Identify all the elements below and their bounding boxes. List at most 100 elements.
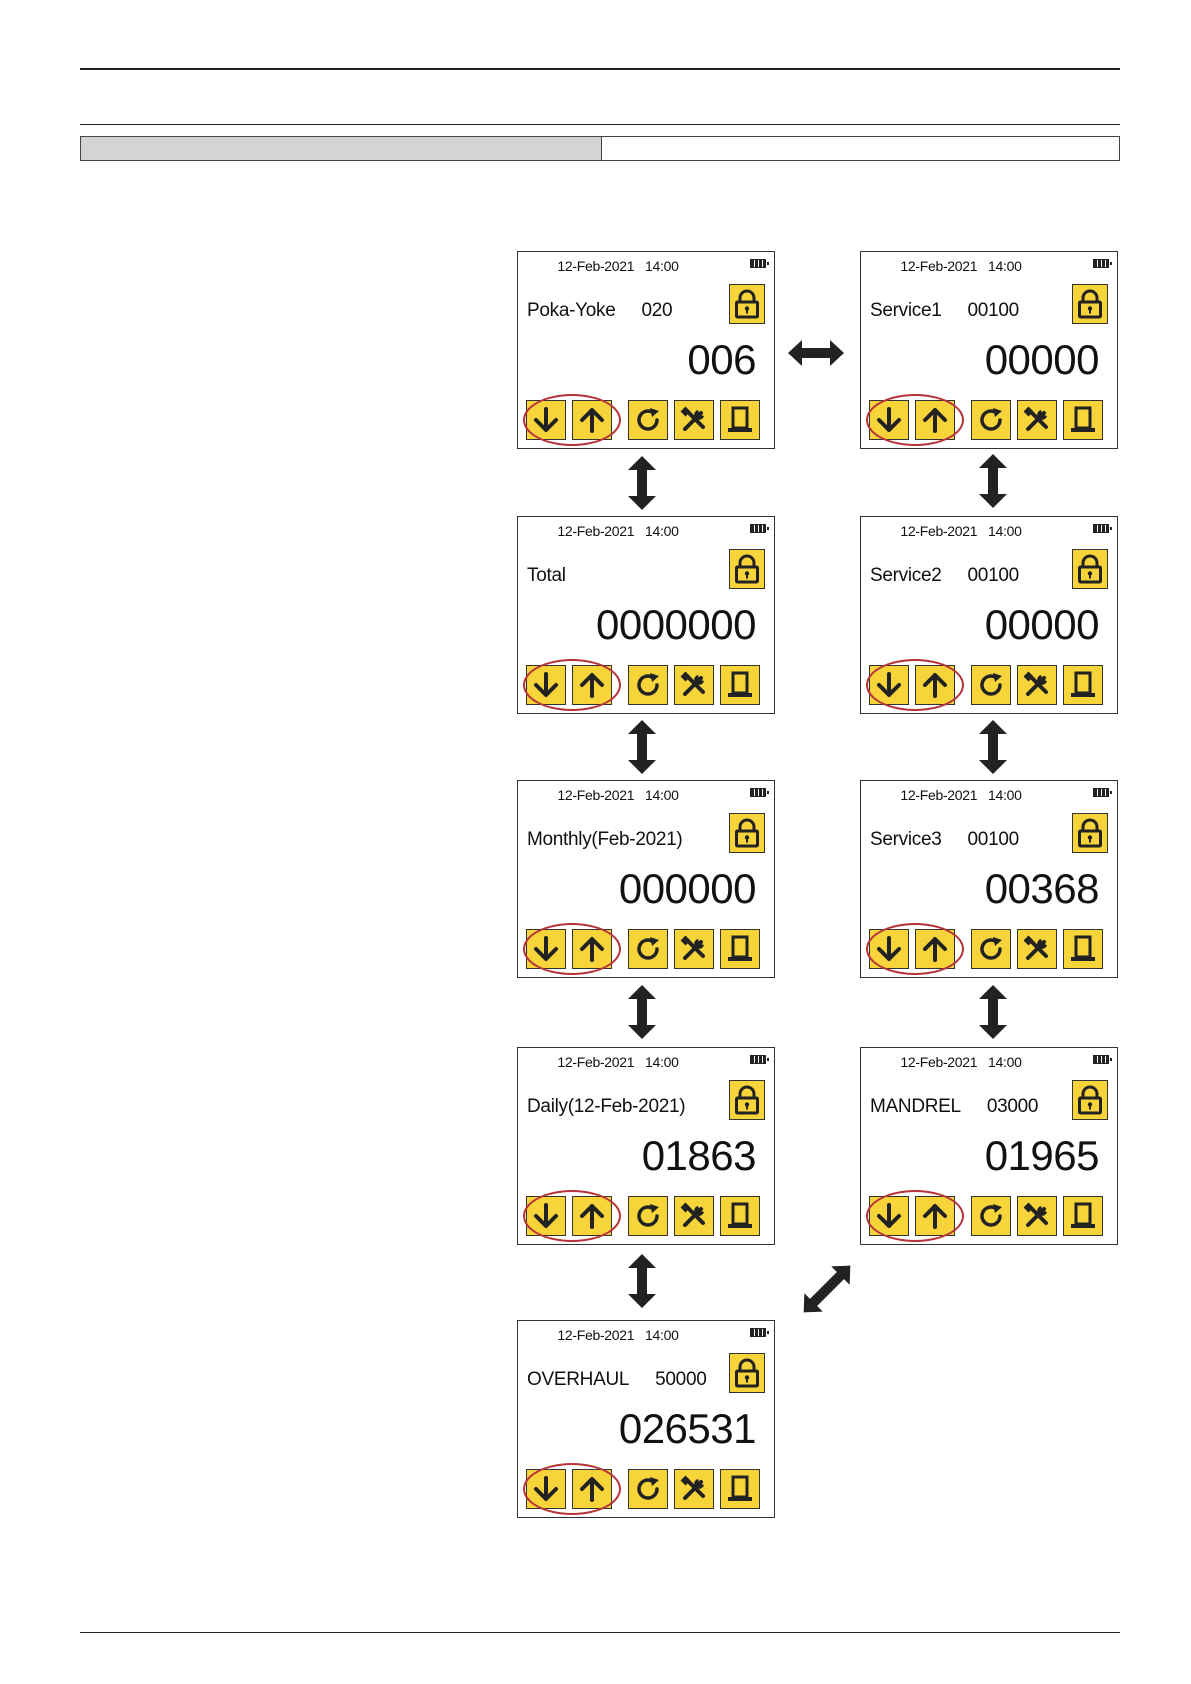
screen-datetime: 12-Feb-2021 14:00 — [861, 1054, 1061, 1070]
tools-icon[interactable] — [1017, 665, 1057, 705]
screen-date: 12-Feb-2021 — [557, 1054, 635, 1070]
tools-icon[interactable] — [674, 929, 714, 969]
screen-time: 14:00 — [645, 1054, 679, 1070]
tools-icon[interactable] — [674, 1469, 714, 1509]
arrow-up-icon[interactable] — [572, 1469, 612, 1509]
screen-datetime: 12-Feb-2021 14:00 — [861, 787, 1061, 803]
button-row — [869, 1196, 1103, 1236]
screen-date: 12-Feb-2021 — [557, 1327, 635, 1343]
counter-limit: 00100 — [967, 565, 1020, 586]
arrow-horizontal-icon — [788, 340, 844, 366]
lock-icon[interactable] — [729, 1353, 765, 1393]
lock-icon[interactable] — [729, 284, 765, 324]
printer-icon[interactable] — [720, 1196, 760, 1236]
arrow-down-icon[interactable] — [526, 665, 566, 705]
printer-icon[interactable] — [1063, 1196, 1103, 1236]
counter-limit: 03000 — [986, 1096, 1039, 1117]
top-rule — [80, 68, 1120, 70]
lock-icon[interactable] — [1072, 549, 1108, 589]
printer-icon[interactable] — [720, 665, 760, 705]
reset-icon[interactable] — [971, 665, 1011, 705]
arrow-up-icon[interactable] — [572, 929, 612, 969]
lock-icon[interactable] — [1072, 1080, 1108, 1120]
lock-icon[interactable] — [1072, 813, 1108, 853]
screen-datetime: 12-Feb-2021 14:00 — [518, 258, 718, 274]
counter-limit: 50000 — [655, 1369, 707, 1390]
counter-name: Poka-Yoke — [527, 300, 616, 321]
battery-icon — [1093, 1055, 1112, 1064]
reset-icon[interactable] — [628, 1469, 668, 1509]
screen-datetime: 12-Feb-2021 14:00 — [861, 258, 1061, 274]
tools-icon[interactable] — [1017, 929, 1057, 969]
arrow-up-icon[interactable] — [915, 400, 955, 440]
reset-icon[interactable] — [628, 400, 668, 440]
arrow-down-icon[interactable] — [869, 929, 909, 969]
counter-value: 00368 — [984, 865, 1100, 912]
counter-value: 01965 — [984, 1132, 1100, 1179]
section-header-left — [81, 137, 602, 160]
counter-value: 00000 — [984, 336, 1100, 383]
screen-time: 14:00 — [988, 258, 1022, 274]
counter-screen: 12-Feb-2021 14:00 Service3 00100 00368 — [860, 780, 1118, 978]
section-header-bar — [80, 136, 1120, 161]
arrow-vertical-icon — [979, 720, 1007, 774]
arrow-down-icon[interactable] — [869, 400, 909, 440]
arrow-up-icon[interactable] — [915, 1196, 955, 1236]
reset-icon[interactable] — [971, 400, 1011, 440]
counter-label: Monthly(Feb-2021) — [527, 829, 708, 851]
reset-icon[interactable] — [971, 929, 1011, 969]
arrow-vertical-icon — [628, 720, 656, 774]
arrow-up-icon[interactable] — [915, 665, 955, 705]
arrow-up-icon[interactable] — [572, 1196, 612, 1236]
button-row — [526, 929, 760, 969]
button-row — [526, 1469, 760, 1509]
arrow-down-icon[interactable] — [869, 665, 909, 705]
printer-icon[interactable] — [1063, 665, 1103, 705]
tools-icon[interactable] — [1017, 400, 1057, 440]
button-row — [869, 665, 1103, 705]
printer-icon[interactable] — [720, 929, 760, 969]
reset-icon[interactable] — [628, 1196, 668, 1236]
screen-date: 12-Feb-2021 — [557, 523, 635, 539]
counter-label: Daily(12-Feb-2021) — [527, 1096, 711, 1118]
screen-time: 14:00 — [645, 787, 679, 803]
printer-icon[interactable] — [720, 1469, 760, 1509]
tools-icon[interactable] — [674, 665, 714, 705]
lock-icon[interactable] — [729, 1080, 765, 1120]
counter-label: Service3 00100 — [870, 829, 1019, 851]
screen-time: 14:00 — [988, 1054, 1022, 1070]
tools-icon[interactable] — [674, 1196, 714, 1236]
arrow-vertical-icon — [979, 454, 1007, 508]
reset-icon[interactable] — [971, 1196, 1011, 1236]
reset-icon[interactable] — [628, 665, 668, 705]
battery-icon — [1093, 788, 1112, 797]
arrow-up-icon[interactable] — [572, 665, 612, 705]
arrow-down-icon[interactable] — [526, 400, 566, 440]
arrow-down-icon[interactable] — [869, 1196, 909, 1236]
arrow-down-icon[interactable] — [526, 1469, 566, 1509]
arrow-up-icon[interactable] — [572, 400, 612, 440]
lock-icon[interactable] — [729, 813, 765, 853]
printer-icon[interactable] — [1063, 400, 1103, 440]
screen-date: 12-Feb-2021 — [900, 258, 978, 274]
counter-limit: 00100 — [967, 829, 1020, 850]
counter-value: 026531 — [618, 1405, 757, 1452]
screen-date: 12-Feb-2021 — [900, 1054, 978, 1070]
printer-icon[interactable] — [1063, 929, 1103, 969]
screen-time: 14:00 — [645, 1327, 679, 1343]
lock-icon[interactable] — [729, 549, 765, 589]
printer-icon[interactable] — [720, 400, 760, 440]
screen-date: 12-Feb-2021 — [557, 787, 635, 803]
counter-name: Service3 — [870, 829, 942, 850]
tools-icon[interactable] — [1017, 1196, 1057, 1236]
counter-value: 00000 — [984, 601, 1100, 648]
tools-icon[interactable] — [674, 400, 714, 440]
arrow-down-icon[interactable] — [526, 1196, 566, 1236]
reset-icon[interactable] — [628, 929, 668, 969]
counter-value: 01863 — [641, 1132, 757, 1179]
arrow-up-icon[interactable] — [915, 929, 955, 969]
lock-icon[interactable] — [1072, 284, 1108, 324]
battery-icon — [1093, 524, 1112, 533]
arrow-down-icon[interactable] — [526, 929, 566, 969]
